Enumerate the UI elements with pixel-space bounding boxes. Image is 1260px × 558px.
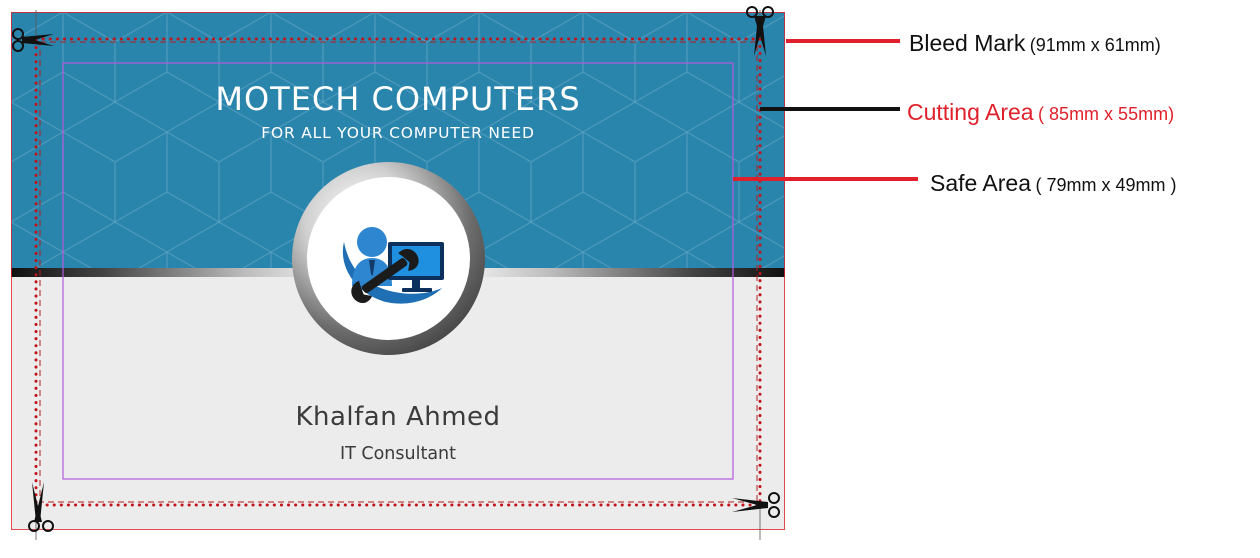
card-header-panel: MOTECH COMPUTERS FOR ALL YOUR COMPUTER N… bbox=[11, 12, 785, 268]
safe-area-border bbox=[62, 62, 734, 480]
bleed-mark-label: Bleed Mark bbox=[909, 30, 1026, 56]
scissors-icon bbox=[28, 482, 54, 532]
cutting-area-label: Cutting Area bbox=[907, 99, 1034, 125]
cutting-area-annotation: Cutting Area ( 85mm x 55mm) bbox=[907, 99, 1174, 126]
company-name: MOTECH COMPUTERS bbox=[215, 80, 581, 118]
company-tagline: FOR ALL YOUR COMPUTER NEED bbox=[261, 124, 535, 142]
bleed-border bbox=[11, 12, 785, 530]
safe-area-annotation: Safe Area ( 79mm x 49mm ) bbox=[930, 170, 1177, 197]
cut-line-dotted bbox=[34, 37, 762, 507]
safe-area-label: Safe Area bbox=[930, 170, 1032, 196]
scissors-icon bbox=[732, 492, 780, 518]
cut-line-dashed bbox=[39, 41, 758, 503]
computer-repair-logo-icon bbox=[342, 227, 444, 304]
safe-area-size: ( 79mm x 49mm ) bbox=[1035, 175, 1177, 195]
bleed-mark-annotation: Bleed Mark (91mm x 61mm) bbox=[909, 30, 1161, 57]
scissors-icon bbox=[746, 6, 774, 56]
person-name: Khalfan Ahmed bbox=[295, 402, 501, 432]
person-role: IT Consultant bbox=[339, 444, 457, 464]
scissors-icon bbox=[12, 28, 54, 52]
bleed-mark-size: (91mm x 61mm) bbox=[1029, 35, 1161, 55]
cutting-area-size: ( 85mm x 55mm) bbox=[1038, 104, 1175, 124]
